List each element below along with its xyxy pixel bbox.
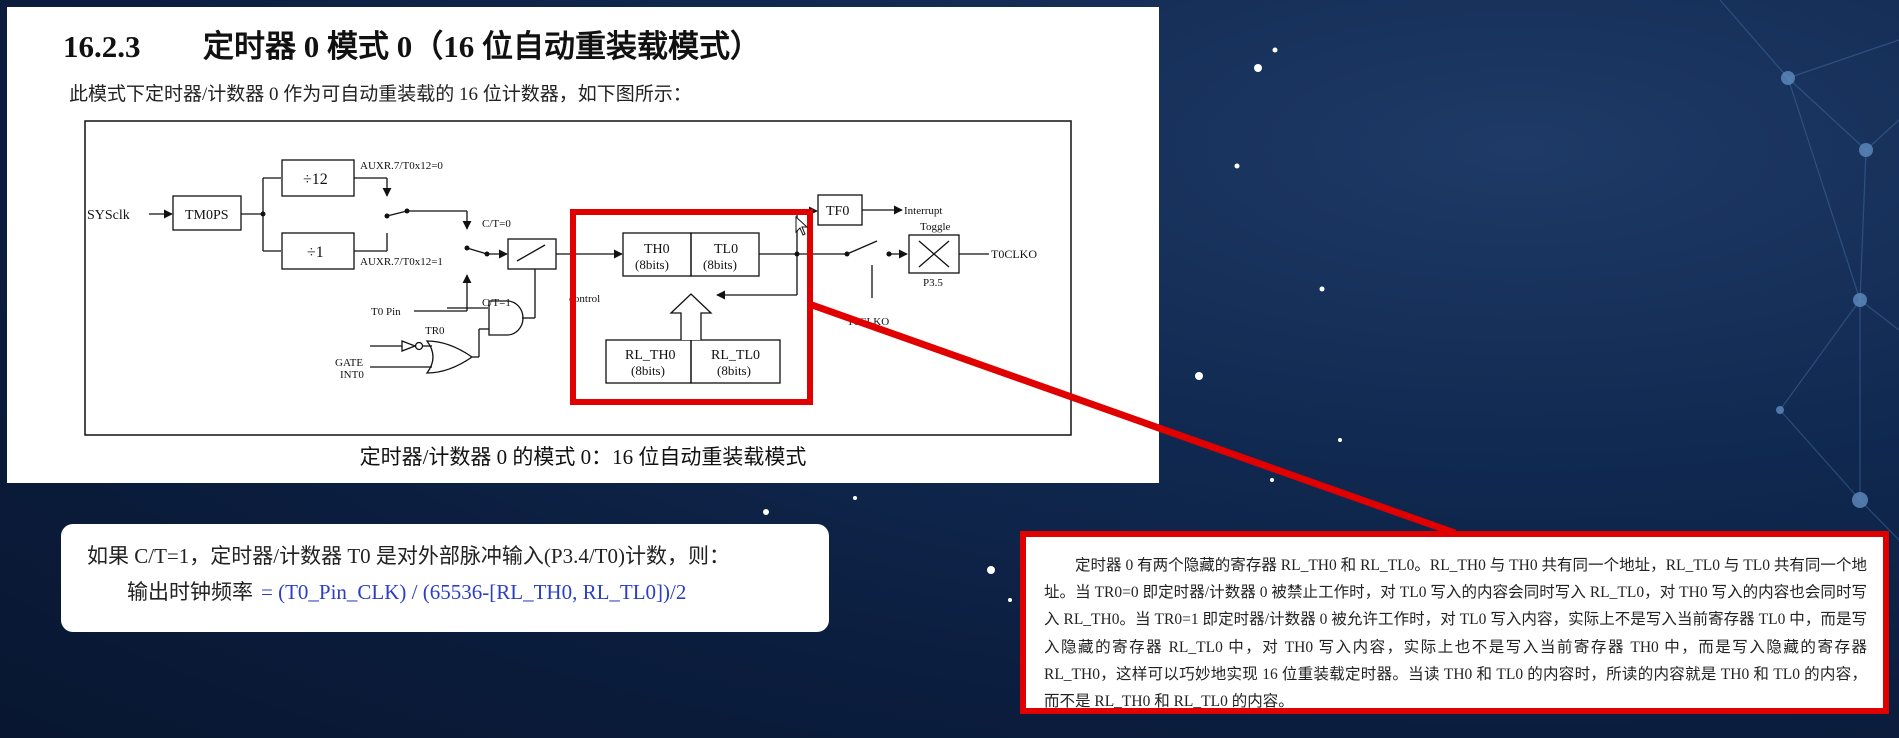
auxr-t0x12-1-label: AUXR.7/T0x12=1 [360,256,443,268]
note-text: 定时器 0 有两个隐藏的寄存器 RL_TH0 和 RL_TL0。RL_TH0 与… [1044,557,1867,711]
ct0-label: C/T=0 [482,218,511,230]
tm0ps-label: TM0PS [185,208,229,223]
intro-paragraph: 此模式下定时器/计数器 0 作为可自动重装载的 16 位计数器，如下图所示： [69,84,692,105]
formula-line: 输出时钟频率 = (T0_Pin_CLK) / (65536-[RL_TH0, R… [127,576,686,606]
hidden-register-note: 定时器 0 有两个隐藏的寄存器 RL_TH0 和 RL_TL0。RL_TH0 与… [1020,531,1889,714]
section-heading: 16.2.3 定时器 0 模式 0（16 位自动重装载模式） [63,21,761,66]
control-label: control [569,293,600,305]
sysclk-label: SYSclk [87,208,130,223]
div12-label: ÷12 [303,171,328,188]
tf0-label: TF0 [826,204,849,219]
t0-pin-label: T0 Pin [371,306,401,318]
rl-tl0-label: RL_TL0 [711,348,760,363]
tr0-label: TR0 [425,325,445,337]
formula-condition: 如果 C/T=1，定时器/计数器 T0 是对外部脉冲输入(P3.4/T0)计数，… [87,544,730,568]
th0-label: TH0 [644,242,670,257]
rl-th0-label: RL_TH0 [625,348,676,363]
t0clko-switch-label: T0CLKO [847,316,889,328]
tm0ps-box [172,195,242,231]
register-highlight-box [570,209,813,405]
auxr-t0x12-0-label: AUXR.7/T0x12=0 [360,160,443,172]
formula-label: 输出时钟频率 [127,580,253,604]
mouse-cursor-icon [795,216,809,236]
toggle-label: Toggle [920,221,951,233]
and-gate [488,300,524,336]
section-number: 16.2.3 [63,29,141,64]
rl-tl0-bits: (8bits) [717,363,751,378]
int0-label: INT0 [340,369,364,381]
or-gate [425,340,474,374]
th0-bits: (8bits) [635,257,669,272]
gate-label: GATE [335,357,363,369]
formula-expression: = (T0_Pin_CLK) / (65536-[RL_TH0, RL_TL0]… [261,580,687,604]
interrupt-label: Interrupt [904,205,942,217]
section-title: 定时器 0 模式 0（16 位自动重装载模式） [203,29,761,64]
div1-label: ÷1 [307,244,324,261]
figure-caption: 定时器/计数器 0 的模式 0：16 位自动重装载模式 [359,445,807,469]
ct1-label: C/T=1 [482,297,511,309]
tl0-bits: (8bits) [703,257,737,272]
rl-th0-bits: (8bits) [631,363,665,378]
t0clko-output-label: T0CLKO [991,247,1037,261]
formula-card: 如果 C/T=1，定时器/计数器 T0 是对外部脉冲输入(P3.4/T0)计数，… [61,524,829,632]
tl0-label: TL0 [714,242,738,257]
p35-label: P3.5 [923,277,943,289]
rl-tl0-box [690,339,781,384]
